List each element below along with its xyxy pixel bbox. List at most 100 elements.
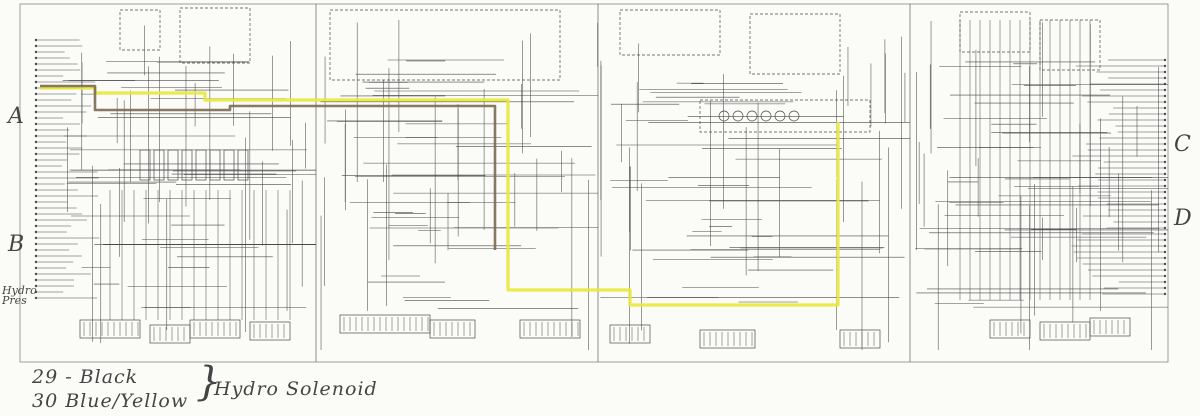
wire-bundle (36, 20, 1168, 350)
connector-pin (34, 164, 38, 168)
connector-pin (34, 110, 38, 114)
fuse-block (223, 149, 235, 181)
margin-letter-d: D (1174, 206, 1192, 231)
connector-block (1089, 317, 1131, 337)
sensor-element (788, 110, 800, 122)
connector-pin (1163, 82, 1167, 86)
wire-30-note: 30 Blue/Yellow (32, 390, 189, 412)
connector-pin (34, 248, 38, 252)
connector-pin (34, 140, 38, 144)
connector-pin (34, 134, 38, 138)
module-box (749, 13, 841, 75)
connector-pin (1163, 178, 1167, 182)
connector-pin (1163, 94, 1167, 98)
connector-pin (34, 290, 38, 294)
connector-block (609, 324, 651, 344)
connector-pin (1163, 244, 1167, 248)
connector-pin (1163, 184, 1167, 188)
module-box (119, 9, 161, 51)
wire-29-note: 29 - Black (32, 366, 139, 388)
connector-pin (34, 38, 38, 42)
connector-pin (1163, 166, 1167, 170)
connector-pin (1163, 208, 1167, 212)
fuse-block (153, 149, 165, 181)
connector-pin (34, 218, 38, 222)
connector-pin (34, 200, 38, 204)
connector-pin (1163, 88, 1167, 92)
connector-block (79, 319, 141, 339)
connector-pin (1163, 256, 1167, 260)
connector-block (839, 329, 881, 349)
margin-letter-a: A (8, 104, 24, 129)
connector-pin (34, 296, 38, 300)
margin-note: Hydro Pres (2, 284, 37, 307)
panel-borders (19, 3, 1169, 363)
connector-pin (1163, 232, 1167, 236)
module-box (1039, 19, 1101, 71)
connector-block (429, 319, 476, 339)
connector-pin (34, 128, 38, 132)
connector-pin (1163, 196, 1167, 200)
connector-pin (34, 86, 38, 90)
connector-pin (1163, 58, 1167, 62)
connector-pin (1163, 172, 1167, 176)
sensor-element (774, 110, 786, 122)
connector-pin (34, 122, 38, 126)
connector-pin (34, 230, 38, 234)
connector-pin (34, 236, 38, 240)
connector-block (249, 321, 291, 341)
connector-pin (1163, 136, 1167, 140)
connector-pin (34, 56, 38, 60)
connector-block (189, 319, 241, 339)
connector-pin (34, 116, 38, 120)
connector-pin (34, 170, 38, 174)
connector-pin (1163, 106, 1167, 110)
connector-pin (34, 206, 38, 210)
connector-pin (1163, 292, 1167, 296)
connector-pin (34, 92, 38, 96)
connector-pin (34, 266, 38, 270)
connector-pin (34, 146, 38, 150)
connector-pin (34, 224, 38, 228)
fuse-block (181, 149, 193, 181)
connector-pin (1163, 274, 1167, 278)
connector-pin (34, 272, 38, 276)
module-box (959, 11, 1031, 53)
sensor-element (760, 110, 772, 122)
sensor-element (746, 110, 758, 122)
margin-letter-b: B (8, 232, 25, 257)
sensor-element (718, 110, 730, 122)
module-box (699, 99, 871, 133)
connector-pin (1163, 154, 1167, 158)
module-box (179, 7, 251, 64)
connector-pin (34, 284, 38, 288)
module-box (329, 9, 561, 81)
connector-pin (1163, 160, 1167, 164)
connector-blocks (34, 38, 1167, 349)
connector-pin (34, 188, 38, 192)
connector-pin (34, 260, 38, 264)
connector-pin (1163, 124, 1167, 128)
fuse-block (167, 149, 179, 181)
margin-letter-c: C (1174, 132, 1191, 157)
connector-pin (34, 176, 38, 180)
connector-pin (34, 98, 38, 102)
brace-mark: } (196, 359, 222, 405)
connector-pin (1163, 148, 1167, 152)
connector-pin (34, 278, 38, 282)
connector-pin (1163, 190, 1167, 194)
connector-pin (1163, 262, 1167, 266)
connector-pin (34, 254, 38, 258)
connector-pin (1163, 280, 1167, 284)
connector-pin (1163, 220, 1167, 224)
connector-pin (1163, 130, 1167, 134)
brown-highlight-trace (40, 84, 497, 250)
sensor-element (732, 110, 744, 122)
connector-block (1039, 321, 1091, 341)
fuse-block (139, 149, 151, 181)
connector-pin (1163, 268, 1167, 272)
connector-pin (1163, 226, 1167, 230)
connector-pin (34, 194, 38, 198)
